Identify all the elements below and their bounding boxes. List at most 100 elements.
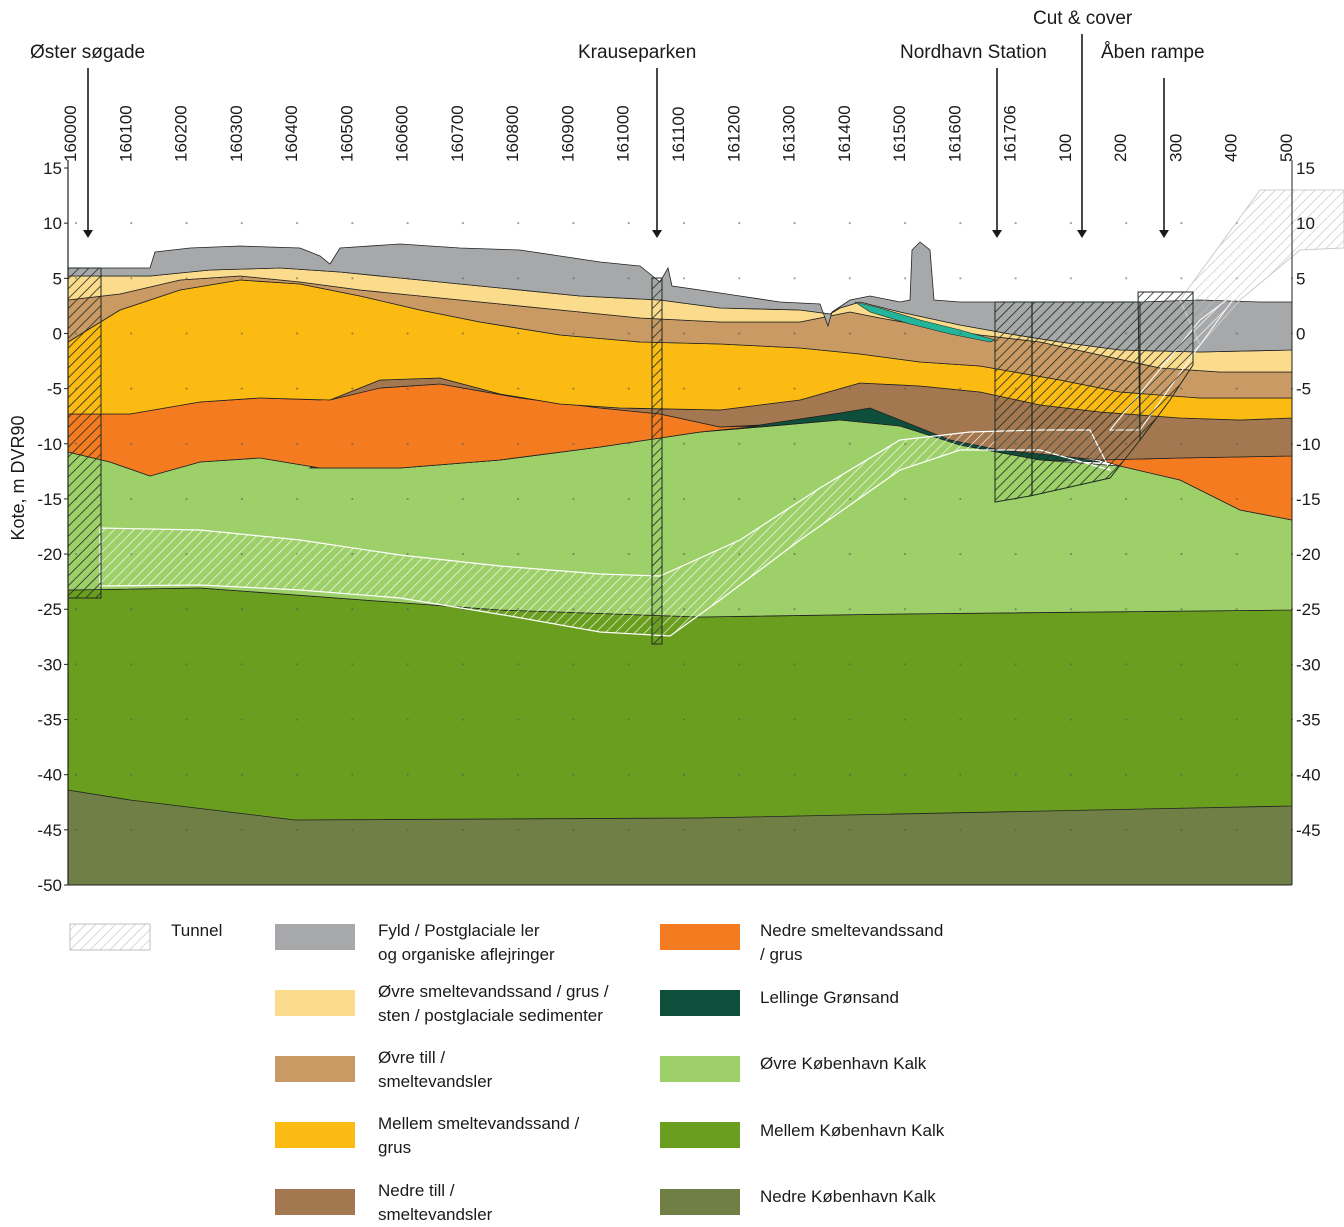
- x-tick-label: 160400: [282, 105, 301, 162]
- grid-dot: [682, 277, 686, 280]
- grid-dot: [1125, 497, 1128, 501]
- y-tick-label-right: -20: [1296, 545, 1321, 564]
- grid-dot: [130, 608, 133, 611]
- grid-dot: [517, 552, 520, 556]
- grid-dot: [1125, 828, 1128, 831]
- grid-dot: [959, 387, 962, 390]
- grid-dot: [848, 552, 851, 556]
- grid-dot: [185, 718, 188, 721]
- grid-dot: [517, 663, 520, 666]
- location-label-krauseparken: Krauseparken: [578, 42, 696, 63]
- grid-dot: [959, 663, 962, 666]
- grid-dot: [406, 608, 409, 611]
- grid-dot: [793, 387, 796, 390]
- grid-dot: [738, 773, 741, 776]
- grid-dot: [351, 828, 354, 831]
- grid-dot: [240, 277, 243, 280]
- grid-dot: [1180, 222, 1183, 225]
- grid-dot: [572, 277, 575, 280]
- grid-dot: [240, 663, 243, 666]
- y-tick-label-left: -20: [37, 545, 62, 564]
- grid-dot: [130, 663, 133, 666]
- grid-dot: [295, 332, 299, 335]
- x-tick-label: 161600: [945, 105, 964, 162]
- grid-dot: [793, 332, 796, 335]
- grid-dot: [1014, 552, 1017, 556]
- grid-dot: [682, 442, 686, 445]
- x-tick-label: 160500: [337, 105, 356, 162]
- grid-dot: [1069, 497, 1073, 501]
- grid-dot: [682, 387, 686, 390]
- grid-dot: [461, 773, 465, 776]
- grid-dot: [406, 222, 409, 225]
- grid-dot: [130, 828, 133, 831]
- grid-dot: [517, 222, 520, 225]
- grid-dot: [74, 718, 78, 721]
- grid-dot: [959, 277, 962, 280]
- x-tick-label: 161400: [835, 105, 854, 162]
- grid-dot: [295, 663, 299, 666]
- grid-dot: [185, 828, 188, 831]
- grid-dot: [682, 222, 686, 225]
- legend-swatch-nedre-till: [275, 1189, 355, 1215]
- grid-dot: [351, 497, 354, 501]
- grid-dot: [793, 277, 796, 280]
- grid-dot: [1180, 828, 1183, 831]
- grid-dot: [295, 497, 299, 501]
- arrowhead-cut-cover: [1077, 230, 1087, 238]
- grid-dot: [517, 828, 520, 831]
- y-tick-label-left: -35: [37, 711, 62, 730]
- x-tick-label: 100: [1056, 134, 1075, 162]
- grid-dot: [1235, 552, 1238, 556]
- grid-dot: [793, 497, 796, 501]
- grid-dot: [74, 663, 78, 666]
- grid-dot: [903, 718, 907, 721]
- grid-dot: [406, 497, 409, 501]
- grid-dot: [1069, 718, 1073, 721]
- grid-dot: [959, 222, 962, 225]
- grid-dot: [461, 332, 465, 335]
- grid-dot: [627, 222, 630, 225]
- y-tick-label-right: -15: [1296, 490, 1321, 509]
- legend-swatch-mellem-kbh: [660, 1122, 740, 1148]
- grid-dot: [406, 718, 409, 721]
- grid-dot: [185, 332, 188, 335]
- grid-dot: [1014, 773, 1017, 776]
- grid-dot: [903, 332, 907, 335]
- grid-dot: [517, 442, 520, 445]
- grid-dot: [517, 387, 520, 390]
- grid-dot: [1180, 718, 1183, 721]
- legend-swatch-mellem-smelt: [275, 1122, 355, 1148]
- grid-dot: [1180, 773, 1183, 776]
- grid-dot: [793, 663, 796, 666]
- x-tick-label: 160700: [448, 105, 467, 162]
- grid-dot: [1014, 828, 1017, 831]
- grid-dot: [461, 828, 465, 831]
- grid-dot: [959, 497, 962, 501]
- grid-dot: [572, 332, 575, 335]
- grid-dot: [351, 332, 354, 335]
- grid-dot: [903, 277, 907, 280]
- grid-dot: [903, 497, 907, 501]
- grid-dot: [627, 552, 630, 556]
- grid-dot: [738, 608, 741, 611]
- grid-dot: [738, 277, 741, 280]
- y-tick-label-right: 15: [1296, 159, 1315, 178]
- location-label-aben-rampe: Åben rampe: [1101, 42, 1205, 63]
- grid-dot: [959, 773, 962, 776]
- grid-dot: [848, 663, 851, 666]
- grid-dot: [572, 773, 575, 776]
- grid-dot: [240, 828, 243, 831]
- grid-dot: [240, 222, 243, 225]
- grid-dot: [185, 773, 188, 776]
- y-tick-label-left: -30: [37, 655, 62, 674]
- grid-dot: [461, 442, 465, 445]
- grid-dot: [959, 552, 962, 556]
- grid-dot: [1125, 773, 1128, 776]
- x-tick-label: 160600: [393, 105, 412, 162]
- y-tick-label-left: -15: [37, 490, 62, 509]
- y-tick-label-left: 0: [53, 324, 62, 343]
- grid-dot: [185, 442, 188, 445]
